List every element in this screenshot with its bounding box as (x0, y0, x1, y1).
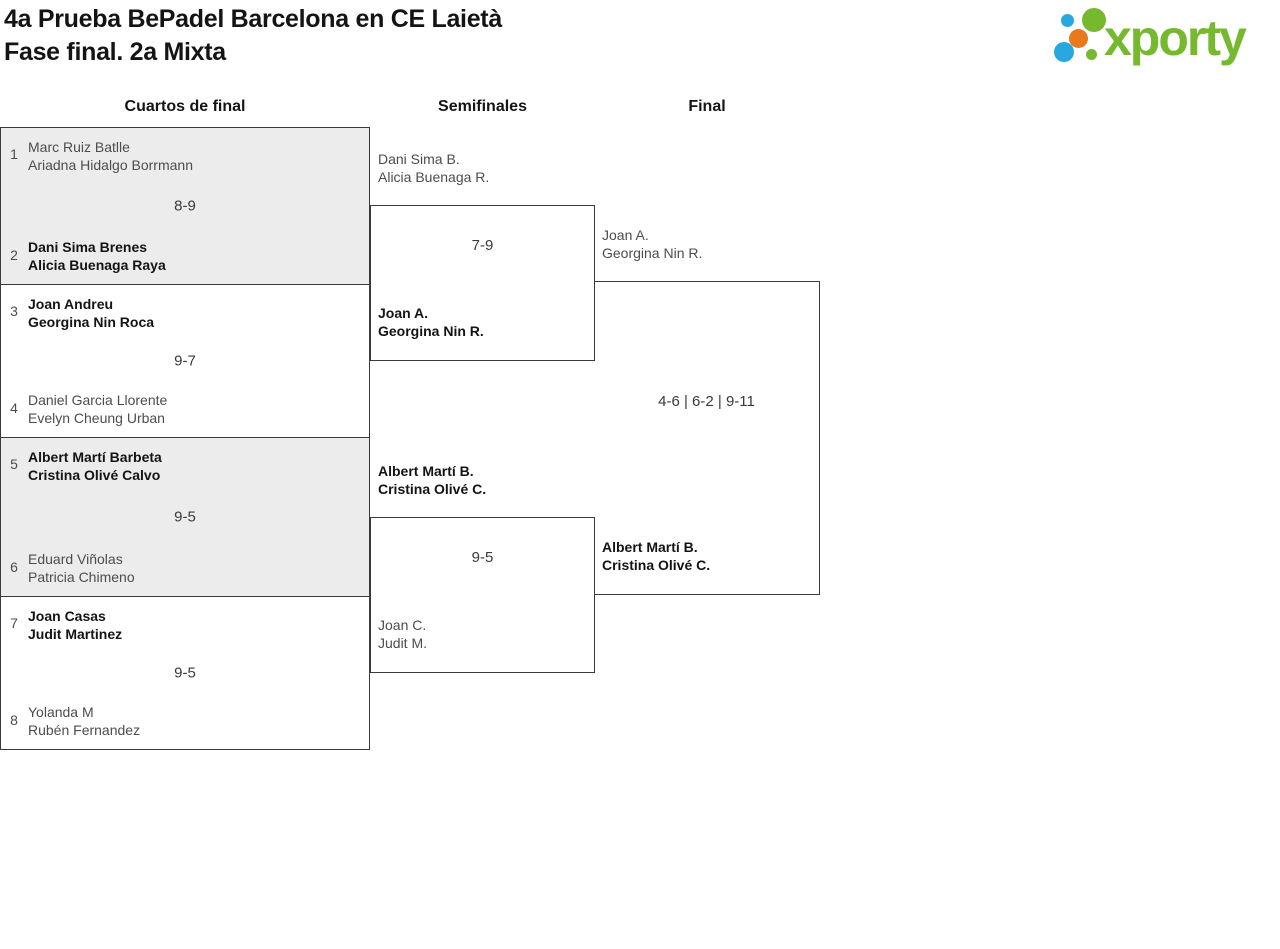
player-name: Albert Martí Barbeta (28, 449, 162, 465)
phase-category: Fase final. 2a Mixta (4, 38, 226, 66)
logo-dot-icon (1086, 49, 1097, 60)
semifinal-match-2: Albert Martí B. Cristina Olivé C. 9-5 Jo… (370, 463, 595, 673)
player-name: Ariadna Hidalgo Borrmann (28, 157, 193, 173)
player-name: Marc Ruiz Batlle (28, 139, 130, 155)
match-score: 9-5 (471, 549, 494, 566)
player-name: Georgina Nin Roca (28, 314, 155, 330)
player-name: Daniel Garcia Llorente (28, 392, 168, 408)
player-name: Joan Andreu (28, 296, 114, 312)
match-score: 9-5 (174, 508, 196, 526)
team-pair: Dani Sima Brenes Alicia Buenaga Raya (28, 238, 166, 274)
player-name: Patricia Chimeno (28, 569, 135, 585)
xporty-logo[interactable]: xporty (1040, 0, 1280, 78)
team-pair: Joan Casas Judit Martinez (28, 607, 122, 643)
player-name: Joan A. (378, 305, 429, 321)
semifinal-match-1: Dani Sima B. Alicia Buenaga R. 7-9 Joan … (370, 151, 595, 361)
team-pair: Joan C. Judit M. (378, 616, 427, 652)
player-name: Dani Sima B. (378, 151, 460, 167)
player-name: Georgina Nin R. (378, 323, 484, 339)
player-name: Yolanda M (28, 704, 94, 720)
player-name: Joan C. (378, 617, 427, 633)
team-pair: Marc Ruiz Batlle Ariadna Hidalgo Borrman… (28, 138, 193, 174)
seed-number: 3 (10, 303, 18, 319)
team-pair: Joan A. Georgina Nin R. (602, 226, 702, 262)
final-match: Joan A. Georgina Nin R. 4-6 | 6-2 | 9-11… (594, 227, 820, 595)
match-score: 8-9 (174, 197, 196, 215)
player-name: Albert Martí B. (602, 539, 698, 555)
team-pair: Albert Martí B. Cristina Olivé C. (602, 538, 710, 574)
seed-number: 6 (10, 559, 18, 575)
player-name: Judit M. (378, 635, 428, 651)
logo-dot-icon (1061, 14, 1074, 27)
team-pair: Yolanda M Rubén Fernandez (28, 703, 140, 739)
xporty-wordmark: xporty (1104, 10, 1247, 66)
match-score: 9-5 (174, 664, 196, 682)
player-name: Alicia Buenaga Raya (28, 257, 166, 273)
round-header-semifinals: Semifinales (438, 98, 527, 115)
round-header-final: Final (688, 98, 726, 115)
team-pair: Dani Sima B. Alicia Buenaga R. (378, 150, 489, 186)
player-name: Rubén Fernandez (28, 722, 141, 738)
player-name: Evelyn Cheung Urban (28, 410, 165, 426)
match-score: 4-6 | 6-2 | 9-11 (658, 393, 755, 410)
player-name: Dani Sima Brenes (28, 239, 148, 255)
player-name: Joan Casas (28, 608, 106, 624)
team-pair: Joan A. Georgina Nin R. (378, 304, 484, 340)
player-name: Georgina Nin R. (602, 245, 703, 261)
team-pair: Eduard Viñolas Patricia Chimeno (28, 550, 135, 586)
player-name: Cristina Olivé C. (602, 557, 711, 573)
logo-dot-icon (1054, 42, 1074, 62)
player-name: Eduard Viñolas (28, 551, 123, 567)
seed-number: 2 (10, 247, 18, 263)
logo-dot-icon (1082, 8, 1106, 32)
player-name: Cristina Olivé C. (378, 481, 487, 497)
player-name: Joan A. (602, 227, 649, 243)
page-title: 4a Prueba BePadel Barcelona en CE Laietà… (4, 3, 502, 69)
match-score: 9-7 (174, 352, 196, 370)
seed-number: 7 (10, 615, 18, 631)
team-pair: Albert Martí B. Cristina Olivé C. (378, 462, 486, 498)
seed-number: 4 (10, 400, 18, 416)
seed-number: 8 (10, 712, 18, 728)
quarterfinal-match-2: 3 Joan Andreu Georgina Nin Roca 9-7 4 Da… (0, 284, 370, 438)
seed-number: 5 (10, 456, 18, 472)
player-name: Alicia Buenaga R. (378, 169, 490, 185)
team-pair: Daniel Garcia Llorente Evelyn Cheung Urb… (28, 391, 167, 427)
quarterfinal-match-4: 7 Joan Casas Judit Martinez 9-5 8 Yoland… (0, 596, 370, 750)
team-pair: Joan Andreu Georgina Nin Roca (28, 295, 154, 331)
player-name: Judit Martinez (28, 626, 123, 642)
seed-number: 1 (10, 146, 18, 162)
player-name: Cristina Olivé Calvo (28, 467, 161, 483)
quarterfinal-match-3: 5 Albert Martí Barbeta Cristina Olivé Ca… (0, 437, 370, 597)
round-header-quarterfinals: Cuartos de final (124, 98, 246, 115)
tournament-name: 4a Prueba BePadel Barcelona en CE Laietà (4, 5, 502, 33)
logo-dot-icon (1069, 29, 1088, 48)
team-pair: Albert Martí Barbeta Cristina Olivé Calv… (28, 448, 162, 484)
player-name: Albert Martí B. (378, 463, 474, 479)
match-score: 7-9 (471, 237, 494, 254)
quarterfinal-match-1: 1 Marc Ruiz Batlle Ariadna Hidalgo Borrm… (0, 127, 370, 285)
